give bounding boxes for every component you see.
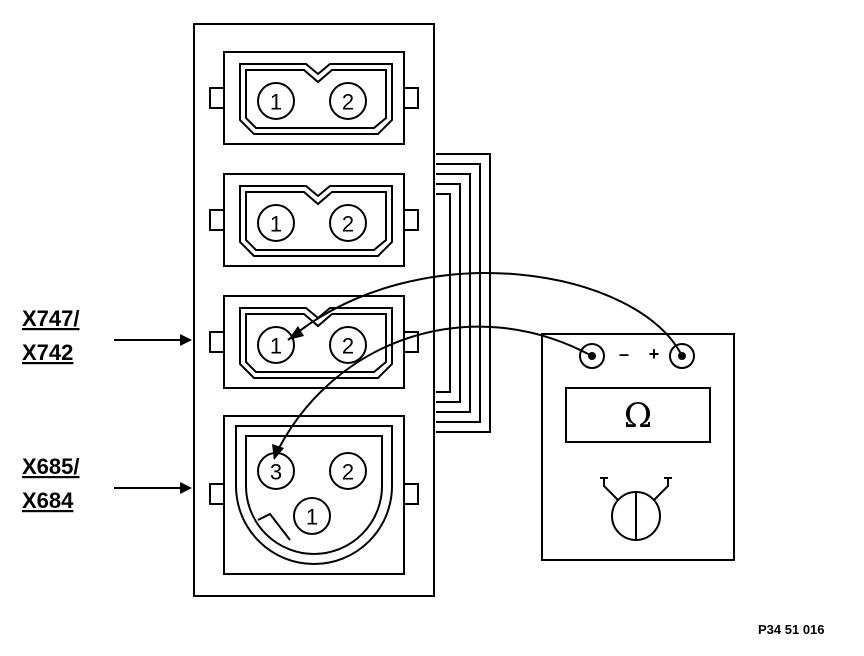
- bridge-wires: [436, 153, 491, 433]
- connector-3-pin-1: 1: [270, 334, 282, 359]
- connector-1: [209, 51, 419, 145]
- label-x747: X747/: [22, 306, 80, 331]
- connector-block-housing: [193, 23, 435, 597]
- connector-1-pin-2: 2: [342, 90, 354, 115]
- label-x742: X742: [22, 340, 73, 365]
- label-x684: X684: [22, 488, 74, 513]
- connector-3-x747-x742: [209, 295, 419, 389]
- meter-plus-label: +: [649, 344, 660, 364]
- test-lead-plus: [287, 272, 683, 357]
- meter-rotary-switch-icon: [600, 477, 672, 541]
- connector-2-pin-2: 2: [342, 212, 354, 237]
- ohm-symbol: Ω: [624, 396, 652, 436]
- connector-3-pin-2: 2: [342, 334, 354, 359]
- connector-4-x685-x684: [209, 415, 419, 575]
- connector-4-pin-2: 2: [342, 460, 354, 485]
- meter-minus-socket: [579, 343, 605, 369]
- label-x685: X685/: [22, 454, 80, 479]
- connector-4-pin-1: 1: [306, 505, 318, 530]
- connector-2-pin-1: 1: [270, 212, 282, 237]
- connector-1-pin-1: 1: [270, 90, 282, 115]
- meter-minus-label: –: [619, 344, 629, 364]
- ohmmeter: [541, 333, 735, 561]
- connector-2: [209, 173, 419, 267]
- meter-display: [565, 387, 711, 443]
- test-lead-minus: [273, 325, 593, 459]
- connector-4-pin-3: 3: [270, 460, 282, 485]
- meter-plus-socket: [669, 343, 695, 369]
- figure-code: P34 51 016: [758, 622, 825, 637]
